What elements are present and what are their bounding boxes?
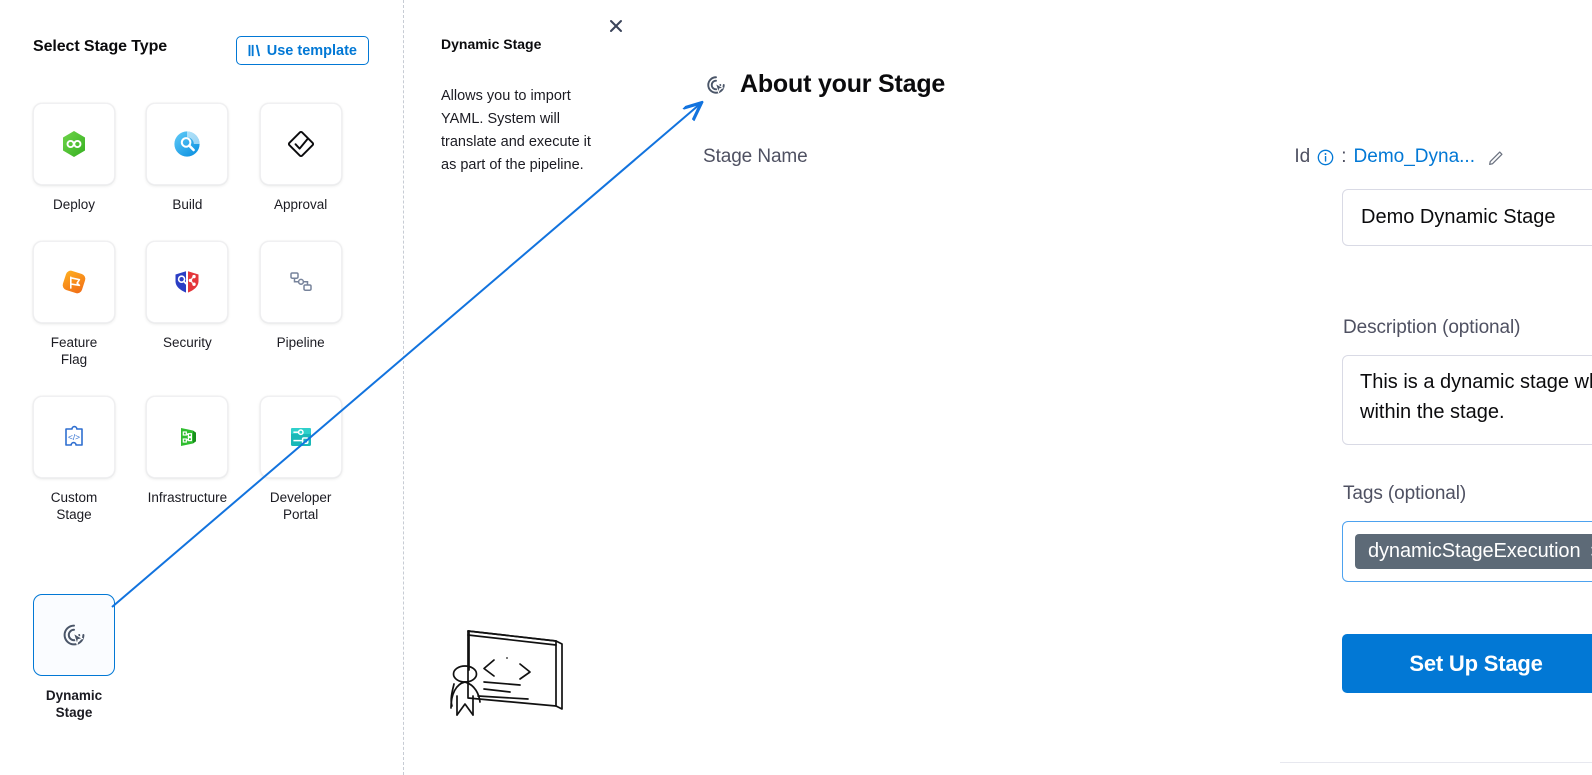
- stage-id-group: Id : Demo_Dyna...: [1294, 146, 1507, 168]
- custom-stage-icon: </>: [65, 425, 83, 446]
- stage-name-input[interactable]: [1342, 189, 1592, 246]
- stage-id-label: Id: [1294, 146, 1311, 167]
- stage-card[interactable]: [33, 103, 115, 185]
- stage-type-build[interactable]: Build: [146, 103, 229, 213]
- stage-type-developer-portal[interactable]: Developer Portal: [259, 396, 342, 523]
- stage-name-field-wrap: [1342, 189, 1592, 246]
- stage-type-dynamic-stage[interactable]: Dynamic Stage: [33, 594, 115, 721]
- approval-icon: [287, 130, 314, 158]
- pencil-icon: [1488, 150, 1503, 165]
- stage-info-description: Allows you to import YAML. System will t…: [441, 88, 591, 173]
- close-icon: [610, 20, 622, 32]
- tag-chip-label: dynamicStageExecution: [1368, 540, 1581, 562]
- left-panel-header: Select Stage Type Use template: [33, 36, 371, 65]
- stage-id-separator: :: [1341, 146, 1347, 167]
- stage-type-deploy[interactable]: Deploy: [33, 103, 115, 213]
- developer-portal-icon: [290, 428, 311, 446]
- tags-input[interactable]: dynamicStageExecution ×: [1342, 521, 1592, 582]
- edit-id-button[interactable]: [1485, 146, 1507, 168]
- stage-card-selected[interactable]: [33, 594, 115, 676]
- stage-card[interactable]: [259, 103, 342, 185]
- stage-type-label: Infrastructure: [147, 490, 228, 505]
- stage-type-label: Custom Stage: [50, 490, 98, 522]
- infrastructure-icon: [181, 428, 197, 446]
- stage-type-pipeline[interactable]: Pipeline: [259, 241, 342, 368]
- dynamic-stage-icon: [63, 624, 85, 646]
- about-stage-panel: About your Stage Stage Name Id : Demo_Dy…: [640, 0, 1592, 775]
- footer-divider: [1280, 762, 1592, 763]
- person-presenting-code-board-illustration: [450, 630, 563, 716]
- dynamic-stage-icon: [707, 75, 725, 94]
- deploy-icon: [63, 131, 85, 157]
- stage-name-label: Stage Name: [703, 146, 808, 167]
- template-icon: [248, 44, 260, 57]
- feature-flag-icon: [62, 270, 86, 294]
- stage-card[interactable]: [259, 241, 342, 323]
- svg-text:</>: </>: [68, 432, 80, 442]
- stage-type-infrastructure[interactable]: Infrastructure: [146, 396, 229, 523]
- build-icon: [174, 131, 200, 157]
- about-stage-header: About your Stage: [702, 70, 945, 99]
- description-textarea[interactable]: This is a dynamic stage which allows you…: [1342, 355, 1592, 445]
- stage-card[interactable]: [146, 241, 229, 323]
- close-button[interactable]: [604, 14, 628, 38]
- page-title: Select Stage Type: [33, 38, 168, 55]
- description-label: Description (optional): [1343, 317, 1521, 338]
- stage-type-feature-flag[interactable]: Feature Flag: [33, 241, 115, 368]
- security-icon: [175, 271, 199, 293]
- stage-name-row: Stage Name Id : Demo_Dyna...: [703, 146, 1507, 168]
- stage-type-label: Build: [172, 197, 203, 212]
- stage-type-grid: Deploy Build: [33, 103, 373, 523]
- stage-type-approval[interactable]: Approval: [259, 103, 342, 213]
- tags-label: Tags (optional): [1343, 483, 1467, 504]
- stage-card[interactable]: [146, 103, 229, 185]
- tag-chip[interactable]: dynamicStageExecution ×: [1355, 534, 1592, 569]
- about-stage-title: About your Stage: [740, 70, 946, 98]
- stage-card[interactable]: [146, 396, 229, 478]
- pipeline-icon: [289, 272, 312, 291]
- stage-card[interactable]: </>: [33, 396, 115, 478]
- stage-type-label: Security: [162, 335, 212, 350]
- stage-type-label: Dynamic Stage: [45, 688, 103, 720]
- stage-card[interactable]: [259, 396, 342, 478]
- stage-type-label: Pipeline: [276, 335, 325, 350]
- stage-type-security[interactable]: Security: [146, 241, 229, 368]
- info-icon[interactable]: [1317, 149, 1334, 166]
- stage-type-label: Feature Flag: [50, 335, 98, 367]
- stage-type-label: Developer Portal: [269, 490, 332, 522]
- stage-info-title: Dynamic Stage: [441, 36, 542, 52]
- stage-id-value: Demo_Dyna...: [1353, 146, 1475, 167]
- tag-remove-icon[interactable]: ×: [1589, 542, 1592, 562]
- stage-type-custom-stage[interactable]: </> Custom Stage: [33, 396, 115, 523]
- stage-type-label: Deploy: [52, 197, 96, 212]
- use-template-label: Use template: [266, 42, 357, 59]
- stage-type-panel: Select Stage Type Use template: [0, 0, 403, 775]
- stage-card[interactable]: [33, 241, 115, 323]
- stage-type-label: Approval: [274, 197, 328, 212]
- use-template-button[interactable]: Use template: [235, 36, 369, 65]
- set-up-stage-button[interactable]: Set Up Stage: [1342, 634, 1592, 693]
